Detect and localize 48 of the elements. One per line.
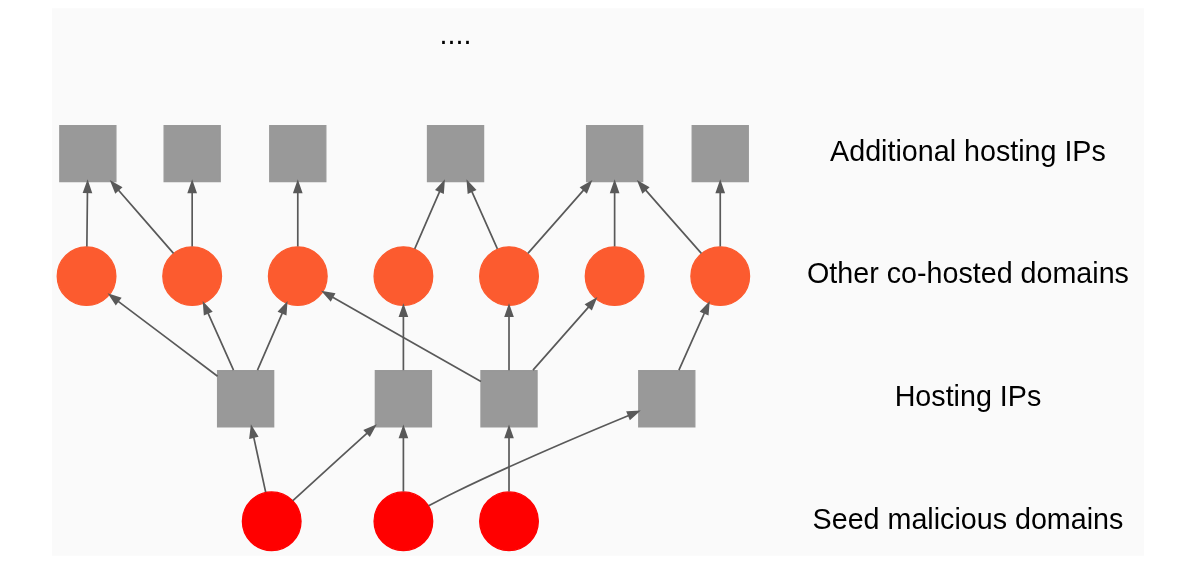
arrow	[531, 297, 597, 372]
arrow	[413, 179, 445, 250]
node-box	[374, 370, 432, 428]
arrow	[677, 300, 710, 372]
node-box	[268, 124, 326, 183]
arrow	[503, 303, 514, 372]
arrow	[107, 293, 218, 378]
arrow	[256, 300, 288, 372]
arrow	[186, 179, 197, 248]
node-circle	[478, 246, 539, 307]
arrow	[398, 303, 408, 372]
node-box	[58, 124, 117, 183]
arrow	[398, 424, 408, 493]
label: Hosting IPs	[894, 380, 1041, 412]
arrow	[292, 179, 303, 248]
node-circle	[56, 246, 117, 307]
node-circle	[267, 246, 328, 307]
node-box	[479, 370, 538, 428]
arrow	[636, 180, 702, 255]
node-box	[691, 124, 749, 183]
arrow	[427, 410, 641, 507]
arrow	[202, 300, 234, 372]
arrow	[82, 179, 92, 248]
node-box	[163, 124, 221, 183]
node-box	[426, 124, 484, 183]
node-circle	[478, 491, 539, 552]
label: Seed malicious domains	[812, 502, 1123, 535]
node-circle	[372, 246, 433, 307]
label: ....	[439, 18, 471, 51]
node-circle	[372, 491, 433, 552]
node-circle	[241, 491, 302, 552]
arrow	[291, 424, 377, 502]
arrow	[609, 179, 619, 248]
label: Additional hosting IPs	[829, 134, 1106, 167]
node-circle	[584, 246, 645, 307]
node-box	[216, 370, 274, 428]
node-box	[637, 370, 695, 428]
arrow	[526, 180, 592, 255]
arrow	[503, 424, 514, 493]
arrow	[465, 179, 498, 250]
arrow	[714, 179, 725, 248]
node-circle	[161, 246, 222, 307]
node-circle	[689, 246, 750, 307]
label: Other co-hosted domains	[806, 257, 1129, 290]
node-box	[585, 124, 643, 183]
arrow	[248, 424, 266, 493]
arrow	[109, 180, 174, 255]
arrow	[320, 290, 482, 383]
